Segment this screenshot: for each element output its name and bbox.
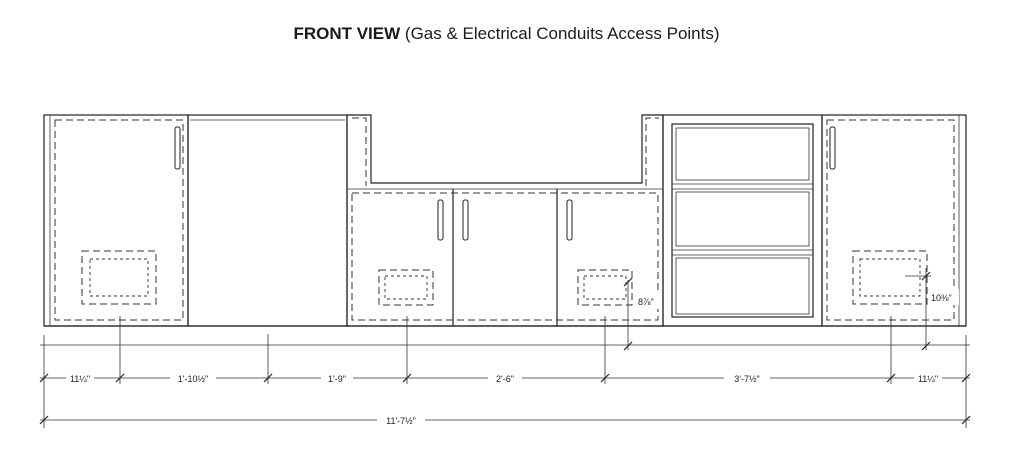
conduit-access-point [378, 269, 434, 306]
dimension-chain: 11¼" 1'-10½" 1'-9" 2'-6" 3'-7½" 11¼" 11'… [39, 316, 971, 428]
cabinet-left [43, 114, 189, 327]
vertical-dim-right: 10⅜" [905, 268, 959, 351]
conduit-access-point [81, 250, 157, 305]
title-main: FRONT VIEW [293, 24, 401, 43]
door-handle [566, 199, 573, 241]
conduit-access-point [852, 250, 928, 305]
door-handle [437, 199, 444, 241]
cabinet-right [821, 114, 967, 327]
drawer-stack [662, 114, 823, 327]
title-sub: (Gas & Electrical Conduits Access Points… [404, 24, 720, 43]
door-handle [462, 199, 469, 241]
vertical-dim-center: 8⅞" [623, 277, 662, 351]
door-handle [174, 126, 181, 170]
dim-label-3: 1'-9" [328, 374, 346, 384]
dim-label-overall: 11'-7½" [386, 416, 416, 426]
drawing-title: FRONT VIEW (Gas & Electrical Conduits Ac… [0, 24, 1013, 44]
cabinet-center [346, 114, 664, 327]
dim-label-4: 2'-6" [496, 374, 514, 384]
dim-label-2: 1'-10½" [178, 374, 208, 384]
base-line [40, 325, 970, 346]
dim-label-1: 11¼" [70, 374, 90, 384]
dim-label-v2: 10⅜" [931, 293, 952, 303]
grill-opening [187, 114, 348, 327]
conduit-access-point [577, 269, 633, 306]
door-handle [829, 126, 836, 170]
dim-label-v1: 8⅞" [638, 297, 654, 307]
dim-label-5: 3'-7½" [734, 374, 759, 384]
dim-label-6: 11¼" [918, 374, 938, 384]
